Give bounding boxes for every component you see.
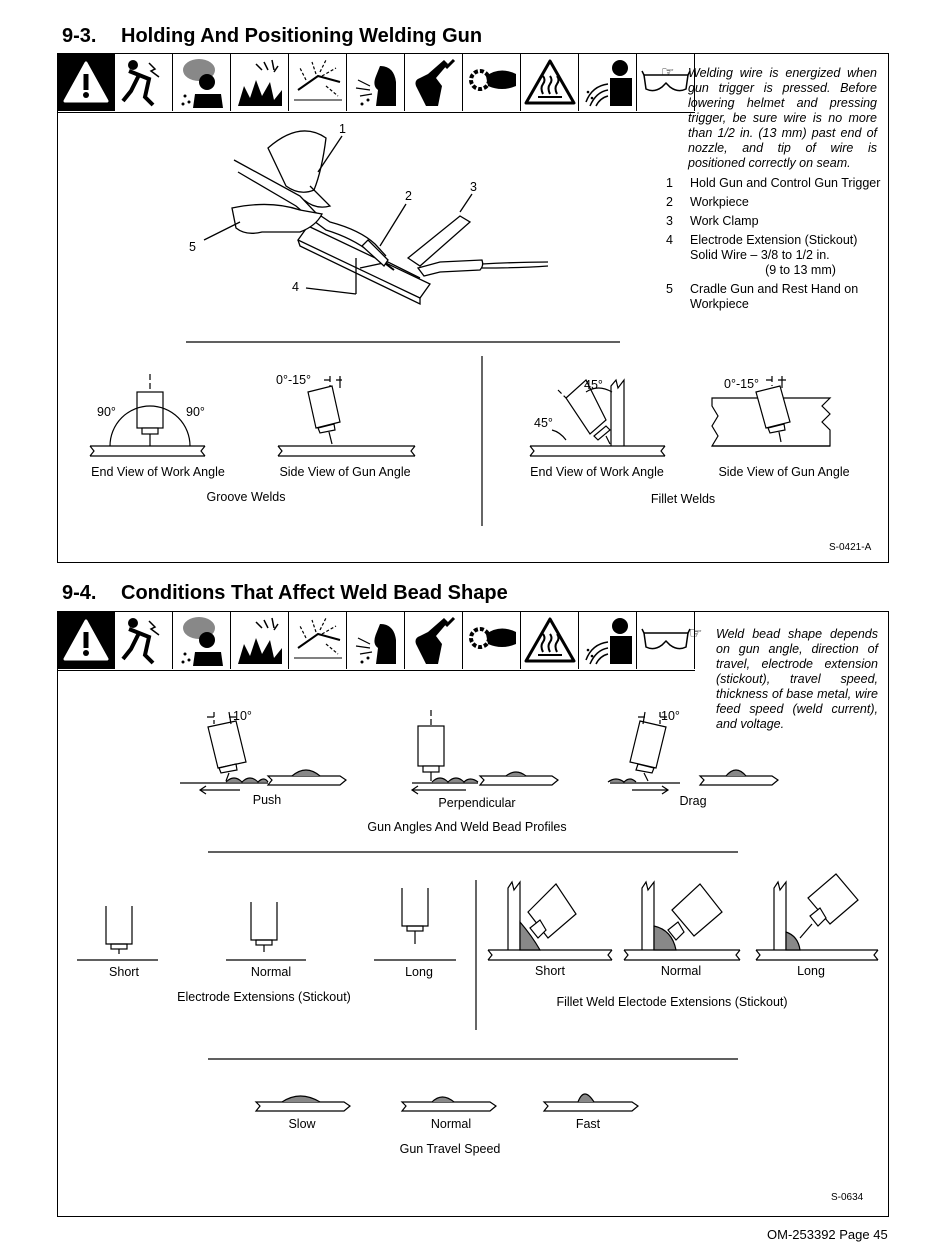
callout-4: 4	[292, 280, 299, 294]
info-note: ☞ Weld bead shape depends on gun angle, …	[689, 626, 878, 732]
note-text: Weld bead shape depends on gun angle, di…	[716, 627, 878, 731]
explosion-icon	[231, 53, 289, 111]
section-title: Holding And Positioning Welding Gun	[121, 25, 483, 47]
caption: Perpendicular	[438, 796, 516, 810]
caption: End View of Work Angle	[530, 465, 664, 479]
caption: Normal	[660, 964, 702, 978]
hot-surface-icon	[521, 611, 579, 669]
caption: Normal	[250, 965, 292, 979]
callout-3: 3	[470, 180, 477, 194]
caption: Drag	[679, 794, 707, 808]
figure-code: S-0634	[831, 1192, 864, 1203]
explosion-icon	[231, 611, 289, 669]
caption: End View of Work Angle	[91, 465, 225, 479]
warning-note: ☞ Welding wire is energized when gun tri…	[661, 65, 877, 171]
caption: Fast	[575, 1117, 601, 1131]
angle-label: 90°	[97, 405, 116, 419]
safety-glasses-icon	[637, 53, 695, 111]
warning-icon	[57, 53, 115, 111]
figure-code: S-0421-A	[829, 542, 872, 553]
arc-rays-icon	[347, 53, 405, 111]
electric-shock-icon	[115, 611, 173, 669]
section-number: 9-3.	[62, 25, 97, 47]
section-frame	[57, 611, 889, 1217]
warning-icon	[57, 611, 115, 669]
angle-label: 0°-15°	[276, 373, 312, 387]
section-frame	[57, 53, 889, 563]
caption: Side View of Gun Angle	[279, 465, 411, 479]
arc-rays-icon	[347, 611, 405, 669]
caption: Long	[797, 964, 825, 978]
angle-label: 10°	[233, 709, 252, 723]
caption: Slow	[288, 1117, 316, 1131]
group-caption: Groove Welds	[206, 490, 286, 504]
section-title: Conditions That Affect Weld Bead Shape	[121, 582, 508, 604]
sparks-icon	[289, 611, 347, 669]
emf-icon	[579, 611, 637, 669]
callout-2: 2	[405, 189, 412, 203]
page-footer: OM-253392 Page 45	[767, 1227, 888, 1242]
section-number: 9-4.	[62, 582, 97, 604]
caption: Long	[405, 965, 433, 979]
group-caption: Gun Angles And Weld Bead Profiles	[367, 820, 567, 834]
safety-glasses-icon	[637, 611, 695, 669]
safety-icon-strip	[57, 53, 695, 113]
group-caption: Electrode Extensions (Stickout)	[177, 990, 351, 1004]
group-caption: Fillet Weld Electode Extensions (Stickou…	[556, 995, 788, 1009]
group-caption: Gun Travel Speed	[399, 1142, 501, 1156]
angle-label: 0°-15°	[724, 377, 760, 391]
fumes-icon	[173, 611, 231, 669]
electric-shock-icon	[115, 53, 173, 111]
caption: Push	[252, 793, 282, 807]
sparks-icon	[289, 53, 347, 111]
moving-parts-icon	[463, 53, 521, 111]
emf-icon	[579, 53, 637, 111]
hot-parts-icon	[405, 53, 463, 111]
hot-parts-icon	[405, 611, 463, 669]
angle-label: 10°	[661, 709, 680, 723]
group-caption: Fillet Welds	[650, 492, 716, 506]
caption: Side View of Gun Angle	[718, 465, 850, 479]
callout-1: 1	[339, 122, 346, 136]
note-text: Welding wire is energized when gun trigg…	[688, 66, 877, 170]
caption: Short	[109, 965, 139, 979]
moving-parts-icon	[463, 611, 521, 669]
angle-label: 45°	[534, 416, 553, 430]
hot-surface-icon	[521, 53, 579, 111]
pointing-hand-icon: ☞	[661, 64, 675, 81]
callout-5: 5	[189, 240, 196, 254]
safety-icon-strip	[57, 611, 695, 671]
angle-label: 45°	[584, 378, 603, 392]
angle-label: 90°	[186, 405, 205, 419]
pointing-hand-icon: ☞	[689, 625, 703, 642]
caption: Normal	[430, 1117, 472, 1131]
caption: Short	[535, 964, 565, 978]
fumes-icon	[173, 53, 231, 111]
